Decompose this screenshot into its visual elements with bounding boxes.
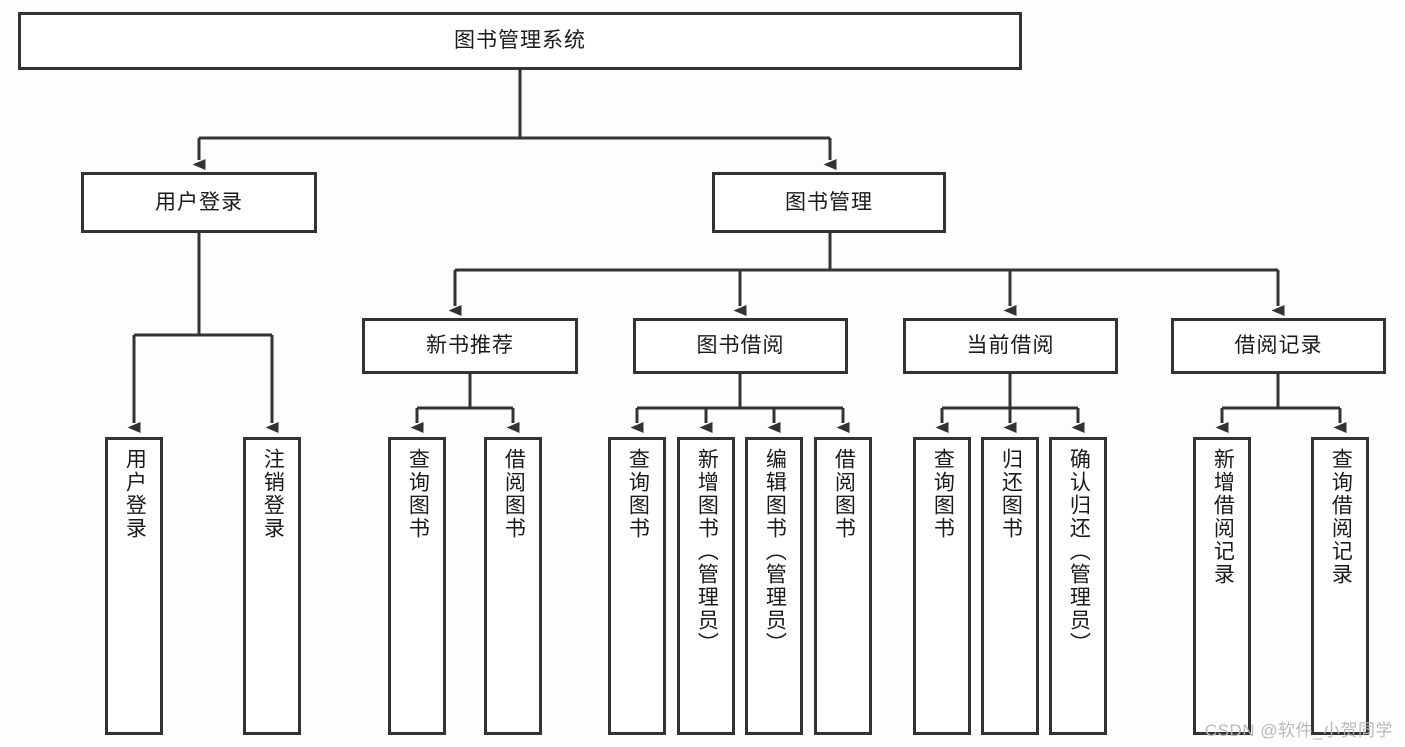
node-new-book-recommend[interactable]: 新书推荐 bbox=[362, 318, 578, 374]
leaf-record-query-record[interactable]: 查询借阅记录 bbox=[1311, 437, 1369, 735]
node-label: 借阅图书 bbox=[832, 448, 856, 540]
node-label: 注销登录 bbox=[261, 448, 285, 540]
leaf-recommend-query-book[interactable]: 查询图书 bbox=[388, 437, 446, 735]
leaf-borrow-borrow-book[interactable]: 借阅图书 bbox=[814, 437, 872, 735]
leaf-user-login-logout[interactable]: 注销登录 bbox=[243, 437, 301, 735]
leaf-recommend-borrow-book[interactable]: 借阅图书 bbox=[484, 437, 542, 735]
node-label: 新增借阅记录 bbox=[1211, 448, 1235, 586]
node-label: 查询图书 bbox=[406, 448, 430, 540]
leaf-borrow-query-book[interactable]: 查询图书 bbox=[608, 437, 666, 735]
node-label: 用户登录 bbox=[155, 190, 243, 214]
node-root-system[interactable]: 图书管理系统 bbox=[18, 12, 1022, 70]
node-label: 借阅记录 bbox=[1234, 334, 1323, 358]
node-label: 图书借阅 bbox=[696, 334, 785, 358]
leaf-borrow-add-book-admin[interactable]: 新增图书（管理员） bbox=[677, 437, 735, 735]
node-label: 新增图书（管理员） bbox=[695, 448, 719, 655]
watermark-text: CSDN @软件_小贺同学 bbox=[1204, 721, 1393, 740]
node-current-borrow[interactable]: 当前借阅 bbox=[903, 318, 1118, 374]
node-label: 借阅图书 bbox=[502, 448, 526, 540]
node-borrow-record[interactable]: 借阅记录 bbox=[1171, 318, 1386, 374]
node-label: 图书管理系统 bbox=[454, 29, 586, 53]
leaf-current-confirm-return-admin[interactable]: 确认归还（管理员） bbox=[1049, 437, 1107, 735]
node-label: 当前借阅 bbox=[966, 334, 1055, 358]
node-label: 归还图书 bbox=[999, 448, 1023, 540]
leaf-user-login-login[interactable]: 用户登录 bbox=[105, 437, 163, 735]
node-label: 图书管理 bbox=[785, 190, 873, 214]
leaf-current-return-book[interactable]: 归还图书 bbox=[981, 437, 1039, 735]
node-label: 用户登录 bbox=[123, 448, 147, 540]
leaf-current-query-book[interactable]: 查询图书 bbox=[913, 437, 971, 735]
leaf-borrow-edit-book-admin[interactable]: 编辑图书（管理员） bbox=[745, 437, 803, 735]
node-label: 新书推荐 bbox=[426, 334, 514, 358]
node-book-management[interactable]: 图书管理 bbox=[712, 172, 946, 233]
node-label: 查询图书 bbox=[931, 448, 955, 540]
leaf-record-add-record[interactable]: 新增借阅记录 bbox=[1193, 437, 1251, 735]
node-label: 编辑图书（管理员） bbox=[763, 448, 787, 655]
node-label: 查询借阅记录 bbox=[1329, 448, 1353, 586]
node-book-borrow[interactable]: 图书借阅 bbox=[633, 318, 848, 374]
node-user-login[interactable]: 用户登录 bbox=[81, 172, 317, 233]
node-label: 确认归还（管理员） bbox=[1067, 448, 1091, 655]
node-label: 查询图书 bbox=[626, 448, 650, 540]
